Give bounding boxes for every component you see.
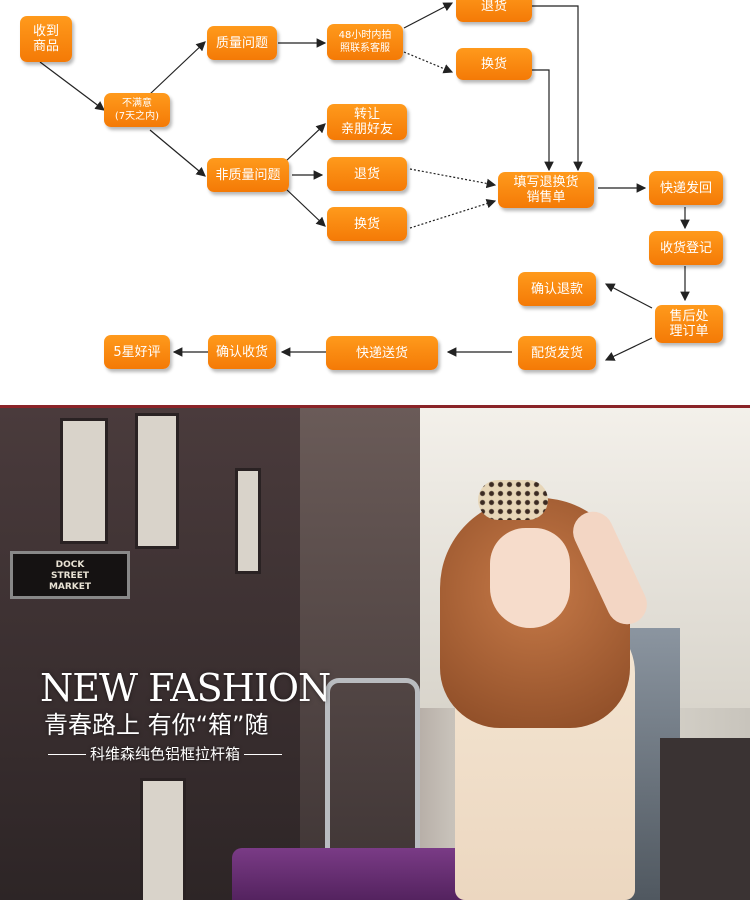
banner-title: NEW FASHION <box>40 666 331 710</box>
section-divider <box>0 405 750 408</box>
node-express-back: 快递发回 <box>649 171 723 205</box>
purple-suitcase <box>232 848 472 900</box>
node-receive-register: 收货登记 <box>649 231 723 265</box>
building-window <box>140 778 186 900</box>
flow-arrows <box>39 2 690 361</box>
banner-product-line: 科维森纯色铝框拉杆箱 <box>44 743 286 764</box>
banner-slogan: 青春路上 有你“箱”随 <box>44 711 269 739</box>
fashion-banner-photo: DOCK STREET MARKET NEW FASHION 青春路上 有你“箱… <box>0 408 750 900</box>
return-process-flowchart: 收到 商品 不满意 (7天之内) 质量问题 48小时内拍 照联系客服 退货 换货… <box>0 0 750 405</box>
building-window <box>60 418 108 544</box>
suitcase-handle <box>325 678 420 848</box>
node-five-star: 5星好评 <box>104 335 170 369</box>
product-line-text: 科维森纯色铝框拉杆箱 <box>90 745 241 763</box>
node-return-top: 退货 <box>456 0 532 22</box>
node-confirm-receipt: 确认收货 <box>208 335 276 369</box>
right-building <box>660 738 750 900</box>
node-express-deliver: 快递送货 <box>326 336 438 370</box>
node-transfer-friends: 转让 亲朋好友 <box>327 104 407 140</box>
node-exchange-top: 换货 <box>456 48 532 80</box>
building-window <box>235 468 261 574</box>
street-sign: DOCK STREET MARKET <box>10 551 130 599</box>
node-photo-contact: 48小时内拍 照联系客服 <box>327 24 403 60</box>
node-exchange-mid: 换货 <box>327 207 407 241</box>
node-received: 收到 商品 <box>20 16 72 62</box>
node-distribute: 配货发货 <box>518 336 596 370</box>
node-return-mid: 退货 <box>327 157 407 191</box>
node-quality-issue: 质量问题 <box>207 26 277 60</box>
node-unsatisfied: 不满意 (7天之内) <box>104 93 170 127</box>
node-after-sales: 售后处 理订单 <box>655 305 723 343</box>
node-confirm-refund: 确认退款 <box>518 272 596 306</box>
node-non-quality-issue: 非质量问题 <box>207 158 289 192</box>
building-window <box>135 413 179 549</box>
node-fill-form: 填写退换货 销售单 <box>498 172 594 208</box>
balcony-building <box>300 408 420 900</box>
model-face <box>490 528 570 628</box>
polka-dot-bow <box>478 480 548 520</box>
